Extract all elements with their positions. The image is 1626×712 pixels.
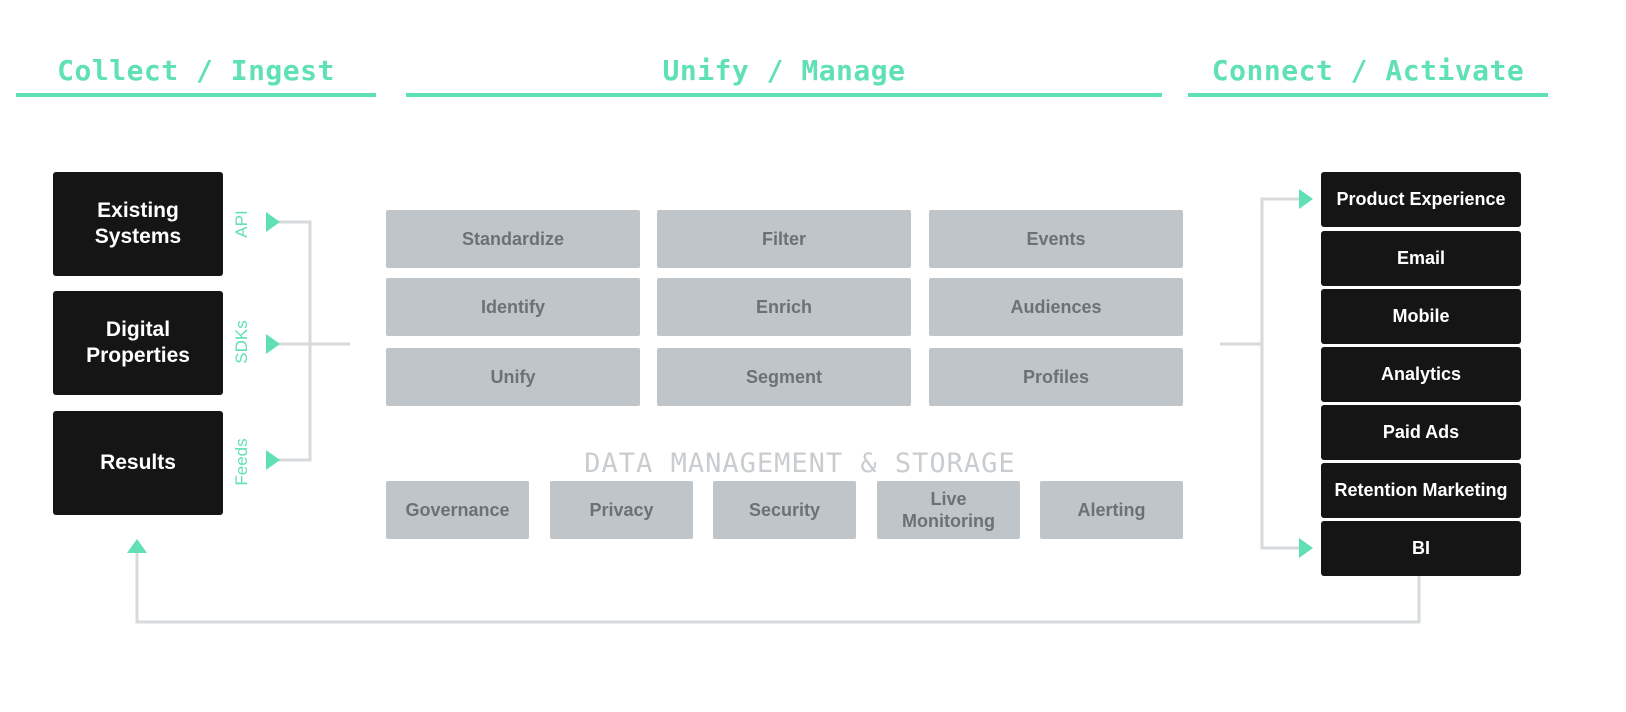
header-connect-activate: Connect / Activate [1211, 54, 1525, 87]
destination-product-experience: Product Experience [1321, 172, 1521, 227]
arrowhead-feeds-icon [266, 450, 280, 470]
destination-email: Email [1321, 231, 1521, 286]
tile-standardize: Standardize [386, 210, 640, 268]
channel-label-sdks: SDKs [232, 320, 251, 364]
arrowhead-sdks-icon [266, 334, 280, 354]
header-connect-underline [1188, 93, 1548, 97]
header-unify-manage: Unify / Manage [662, 54, 906, 87]
tile-filter: Filter [657, 210, 911, 268]
tile-governance: Governance [386, 481, 529, 539]
arrowhead-feedback-icon [127, 539, 147, 553]
header-unify-underline [406, 93, 1162, 97]
tile-unify: Unify [386, 348, 640, 406]
channel-label-feeds: Feeds [232, 438, 251, 486]
tile-alerting: Alerting [1040, 481, 1183, 539]
destination-paid-ads: Paid Ads [1321, 405, 1521, 460]
source-existing-systems: Existing Systems [53, 172, 223, 276]
tile-identify: Identify [386, 278, 640, 336]
tile-enrich: Enrich [657, 278, 911, 336]
destination-analytics: Analytics [1321, 347, 1521, 402]
arrowhead-api-icon [266, 212, 280, 232]
tile-audiences: Audiences [929, 278, 1183, 336]
arrowhead-bi-icon [1299, 538, 1313, 558]
connector-api-line [276, 220, 312, 462]
data-management-storage-label: DATA MANAGEMENT & STORAGE [584, 448, 1016, 479]
channel-label-api: API [232, 210, 251, 238]
tile-events: Events [929, 210, 1183, 268]
destination-bi: BI [1321, 521, 1521, 576]
destination-retention-marketing: Retention Marketing [1321, 463, 1521, 518]
header-collect-underline [16, 93, 376, 97]
tile-live-monitoring: Live Monitoring [877, 481, 1020, 539]
source-digital-properties: Digital Properties [53, 291, 223, 395]
tile-segment: Segment [657, 348, 911, 406]
connector-right-bracket [1260, 197, 1306, 550]
destination-mobile: Mobile [1321, 289, 1521, 344]
tile-security: Security [713, 481, 856, 539]
tile-privacy: Privacy [550, 481, 693, 539]
tile-profiles: Profiles [929, 348, 1183, 406]
arrowhead-product-experience-icon [1299, 189, 1313, 209]
header-collect-ingest: Collect / Ingest [57, 54, 335, 87]
connector-feedback-loop [135, 553, 1421, 624]
source-results: Results [53, 411, 223, 515]
